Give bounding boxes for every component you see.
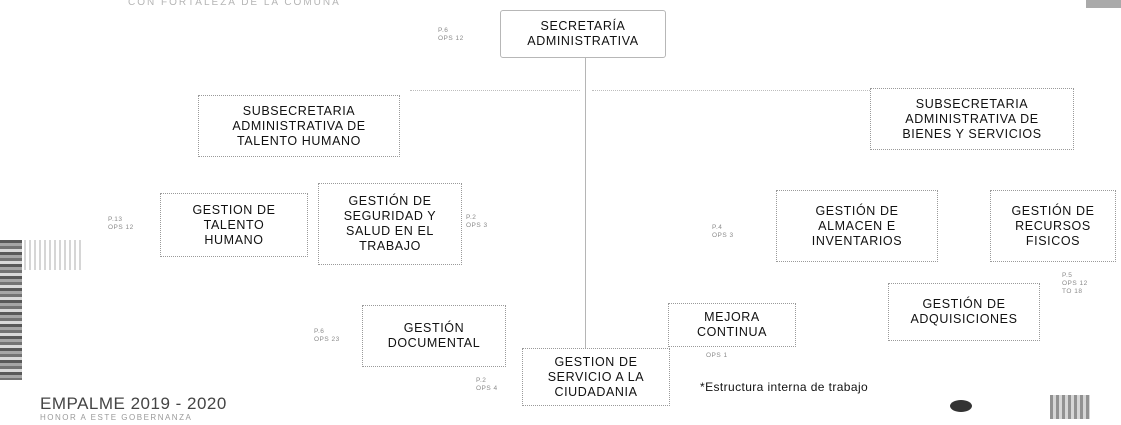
footer-title: EMPALME 2019 - 2020 bbox=[40, 394, 227, 413]
bottom-right-emblem-icon bbox=[950, 400, 972, 412]
left-edge-artifact bbox=[0, 240, 22, 380]
top-right-corner-artifact bbox=[1086, 0, 1121, 8]
gestion-documental-box: GESTIÓN DOCUMENTAL bbox=[362, 305, 506, 367]
almacen-code: P.4 OPS 3 bbox=[712, 224, 734, 239]
documental-code: P.6 OPS 23 bbox=[314, 328, 340, 343]
adquisiciones-code: P.5 OPS 12 TO 18 bbox=[1062, 272, 1088, 295]
gestion-seguridad-salud-box: GESTIÓN DE SEGURIDAD Y SALUD EN EL TRABA… bbox=[318, 183, 462, 265]
servicio-code: P.2 OPS 4 bbox=[476, 377, 498, 392]
connector-top-right bbox=[592, 90, 892, 91]
secretaria-administrativa-box: SECRETARÍA ADMINISTRATIVA bbox=[500, 10, 666, 58]
seguridad-code: P.2 OPS 3 bbox=[466, 214, 488, 229]
gestion-recursos-fisicos-box: GESTIÓN DE RECURSOS FISICOS bbox=[990, 190, 1116, 262]
gestion-servicio-ciudadania-box: GESTION DE SERVICIO A LA CIUDADANIA bbox=[522, 348, 670, 406]
gestion-almacen-inventarios-box: GESTIÓN DE ALMACEN E INVENTARIOS bbox=[776, 190, 938, 262]
bottom-right-logo-artifact bbox=[1050, 395, 1090, 419]
gestion-talento-humano-box: GESTION DE TALENTO HUMANO bbox=[160, 193, 308, 257]
subsecretaria-talento-humano-box: SUBSECRETARIA ADMINISTRATIVA DE TALENTO … bbox=[198, 95, 400, 157]
header-faded-text: CON FORTALEZA DE LA COMUNA bbox=[128, 0, 341, 8]
left-dots-artifact bbox=[24, 240, 84, 270]
footer-subtitle: HONOR A ESTE GOBERNANZA bbox=[40, 413, 193, 422]
estructura-interna-note: *Estructura interna de trabajo bbox=[700, 380, 869, 394]
talento-code: P.13 OPS 12 bbox=[108, 216, 134, 231]
connector-bottom-vertical bbox=[585, 288, 586, 348]
top-code: P.6 OPS 12 bbox=[438, 27, 464, 42]
mejora-continua-box: MEJORA CONTINUA bbox=[668, 303, 796, 347]
connector-main-vertical bbox=[585, 58, 586, 288]
subsecretaria-bienes-servicios-box: SUBSECRETARIA ADMINISTRATIVA DE BIENES Y… bbox=[870, 88, 1074, 150]
connector-top-left bbox=[410, 90, 580, 91]
gestion-adquisiciones-box: GESTIÓN DE ADQUISICIONES bbox=[888, 283, 1040, 341]
mejora-code: OPS 1 bbox=[706, 352, 728, 359]
